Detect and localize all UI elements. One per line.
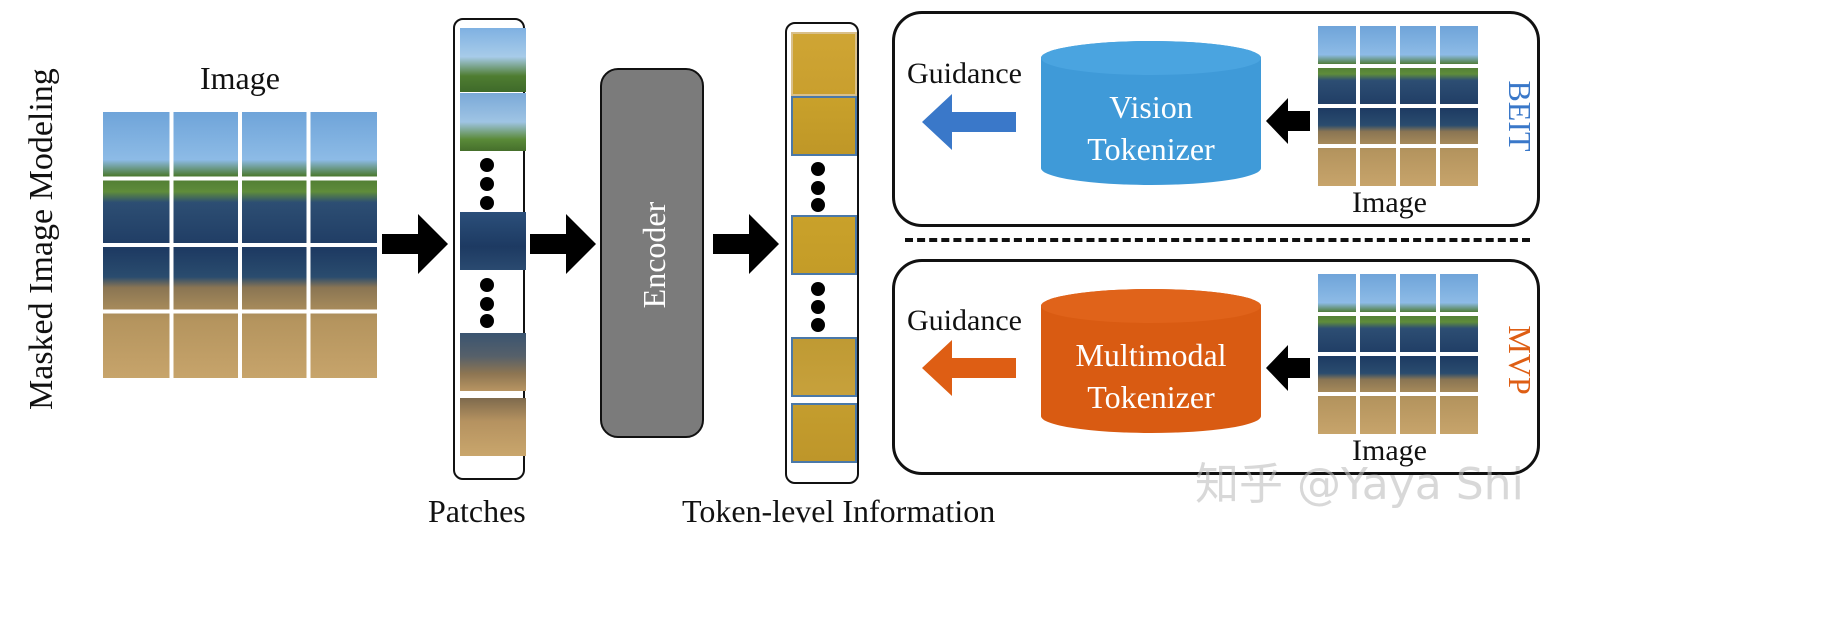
encoder-block: Encoder bbox=[600, 68, 704, 438]
patch-4 bbox=[460, 333, 526, 391]
ellipsis-dot bbox=[480, 297, 494, 311]
beit-method-label: BEIT bbox=[1502, 80, 1538, 152]
beit-guidance-arrow bbox=[922, 94, 1016, 150]
image-label: Image bbox=[200, 60, 280, 96]
vision-tokenizer-cylinder bbox=[1041, 41, 1261, 185]
multimodal-tokenizer-cylinder bbox=[1041, 289, 1261, 433]
beit-panel bbox=[892, 11, 1540, 227]
mvp-input-image bbox=[1318, 274, 1478, 434]
ellipsis-dot bbox=[811, 300, 825, 314]
ellipsis-dot bbox=[480, 314, 494, 328]
token-1 bbox=[791, 32, 857, 96]
tokenizer-line1: Multimodal bbox=[1075, 337, 1227, 373]
mvp-panel bbox=[892, 259, 1540, 475]
ellipsis-dot bbox=[480, 196, 494, 210]
vertical-title: Masked Image Modeling bbox=[23, 68, 60, 410]
mvp-guidance-label: Guidance bbox=[907, 304, 1022, 337]
panel-separator bbox=[905, 238, 1530, 242]
ellipsis-dot bbox=[811, 181, 825, 195]
arrow-patches-to-encoder bbox=[530, 214, 596, 274]
multimodal-tokenizer-label: Multimodal Tokenizer bbox=[1040, 334, 1262, 418]
tokenizer-line2: Tokenizer bbox=[1087, 131, 1215, 167]
token-3 bbox=[791, 215, 857, 275]
tokenizer-line1: Vision bbox=[1109, 89, 1193, 125]
ellipsis-dot bbox=[480, 158, 494, 172]
patches-label: Patches bbox=[428, 493, 526, 529]
vision-tokenizer-label: Vision Tokenizer bbox=[1040, 86, 1262, 170]
ellipsis-dot bbox=[480, 177, 494, 191]
arrow-encoder-to-tokens bbox=[713, 214, 779, 274]
mvp-method-label: MVP bbox=[1502, 325, 1538, 395]
ellipsis-dot bbox=[811, 282, 825, 296]
patch-2 bbox=[460, 93, 526, 151]
token-4 bbox=[791, 337, 857, 397]
encoder-label: Encoder bbox=[636, 201, 672, 309]
token-2 bbox=[791, 96, 857, 156]
ellipsis-dot bbox=[811, 198, 825, 212]
mask-grid-lines bbox=[103, 112, 377, 378]
ellipsis-dot bbox=[811, 162, 825, 176]
masked-image bbox=[103, 112, 377, 378]
beit-input-image bbox=[1318, 26, 1478, 186]
beit-guidance-label: Guidance bbox=[907, 57, 1022, 90]
patch-3 bbox=[460, 212, 526, 270]
mvp-input-arrow bbox=[1266, 345, 1310, 391]
patch-1 bbox=[460, 28, 526, 92]
beit-input-arrow bbox=[1266, 98, 1310, 144]
token-5 bbox=[791, 403, 857, 463]
ellipsis-dot bbox=[480, 278, 494, 292]
mask-grid-lines bbox=[1318, 274, 1478, 434]
arrow-image-to-patches bbox=[382, 214, 448, 274]
mask-grid-lines bbox=[1318, 26, 1478, 186]
ellipsis-dot bbox=[811, 318, 825, 332]
tokenizer-line2: Tokenizer bbox=[1087, 379, 1215, 415]
token-level-label: Token-level Information bbox=[682, 493, 996, 529]
mvp-guidance-arrow bbox=[922, 340, 1016, 396]
mvp-image-label: Image bbox=[1352, 434, 1427, 467]
beit-image-label: Image bbox=[1352, 186, 1427, 219]
patch-5 bbox=[460, 398, 526, 456]
watermark: 知乎 @Yaya Shi bbox=[1195, 459, 1524, 510]
